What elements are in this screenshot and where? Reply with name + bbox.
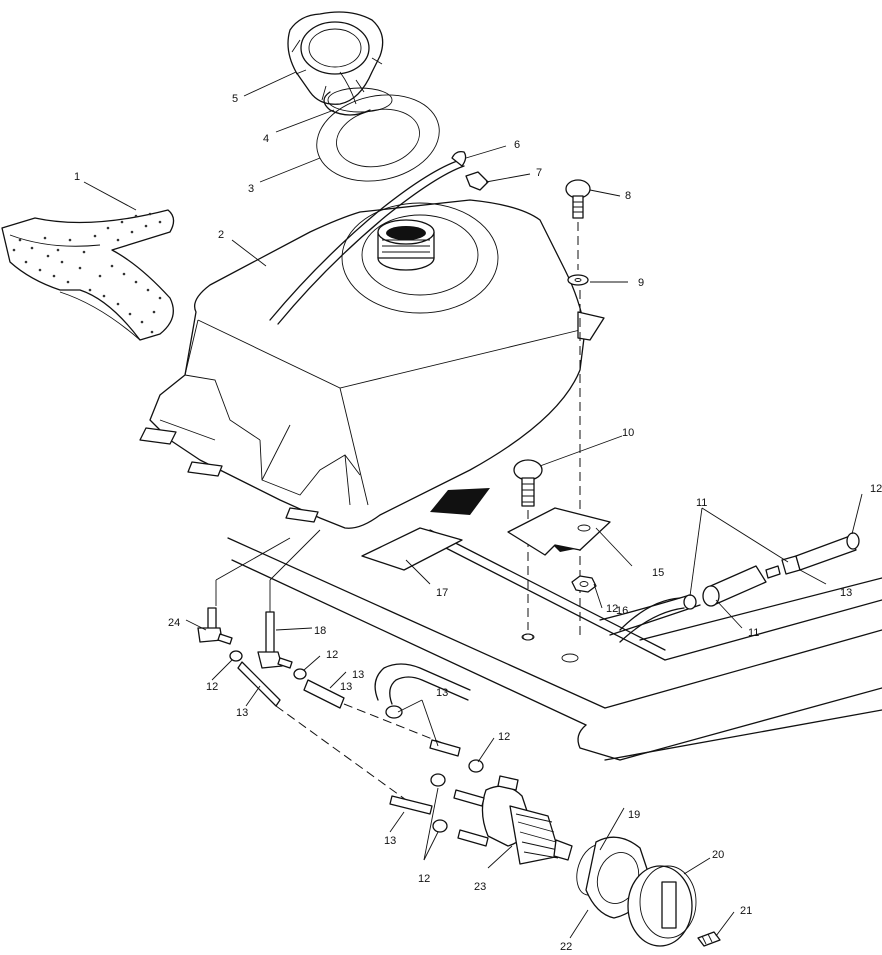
callout-8: 8 [625, 190, 631, 202]
rubber-pad [361, 527, 463, 571]
callout-13-a: 13 [840, 587, 852, 599]
callout-10: 10 [622, 427, 634, 439]
lock-nut [571, 575, 597, 593]
elbow-fitting [465, 171, 489, 191]
callout-21: 21 [740, 905, 752, 917]
callout-9: 9 [638, 277, 644, 289]
callout-16: 16 [616, 605, 628, 617]
callout-17: 17 [436, 587, 448, 599]
callout-12-f: 12 [606, 603, 618, 615]
cap-tether [323, 87, 393, 116]
valve-knob [627, 865, 697, 947]
callout-24: 24 [168, 617, 180, 629]
callout-22: 22 [560, 941, 572, 953]
knob-screw [697, 931, 721, 947]
callout-12-b: 12 [206, 681, 218, 693]
callout-5: 5 [232, 93, 238, 105]
foam-pad [1, 209, 175, 341]
callout-12-a: 12 [870, 483, 882, 495]
callout-6: 6 [514, 139, 520, 151]
callout-12-c: 12 [326, 649, 338, 661]
fuel-cap [287, 11, 384, 105]
callout-12-e: 12 [418, 873, 430, 885]
callout-12-d: 12 [498, 731, 510, 743]
gasket [316, 94, 440, 182]
tee-fitting [257, 580, 293, 669]
frame-rails [227, 529, 882, 761]
callout-3: 3 [248, 183, 254, 195]
callout-11-a: 11 [696, 497, 707, 509]
callout-15: 15 [652, 567, 664, 579]
top-bolt [565, 179, 591, 270]
callout-labels: 1 2 3 4 5 6 7 8 9 10 11 11 12 12 12 12 1… [74, 93, 882, 953]
callout-13-b: 13 [236, 707, 248, 719]
callout-4: 4 [263, 133, 269, 145]
vent-hose [451, 150, 467, 167]
callout-18: 18 [314, 625, 326, 637]
callout-19: 19 [628, 809, 640, 821]
callout-23: 23 [474, 881, 486, 893]
callout-7: 7 [536, 167, 542, 179]
mounting-bracket [507, 507, 611, 556]
washer [567, 274, 589, 640]
elbow-nipple [197, 580, 233, 645]
callout-13-f: 13 [340, 681, 352, 693]
fuel-valve [453, 775, 573, 865]
callout-13-e: 13 [384, 835, 396, 847]
callout-11-b: 11 [748, 627, 759, 639]
callout-20: 20 [712, 849, 724, 861]
callout-2: 2 [218, 229, 224, 241]
leader-lines [83, 71, 863, 939]
callout-13-c: 13 [352, 669, 364, 681]
callout-13-d: 13 [436, 687, 448, 699]
callout-1: 1 [74, 171, 80, 183]
fuel-tank [139, 159, 605, 552]
